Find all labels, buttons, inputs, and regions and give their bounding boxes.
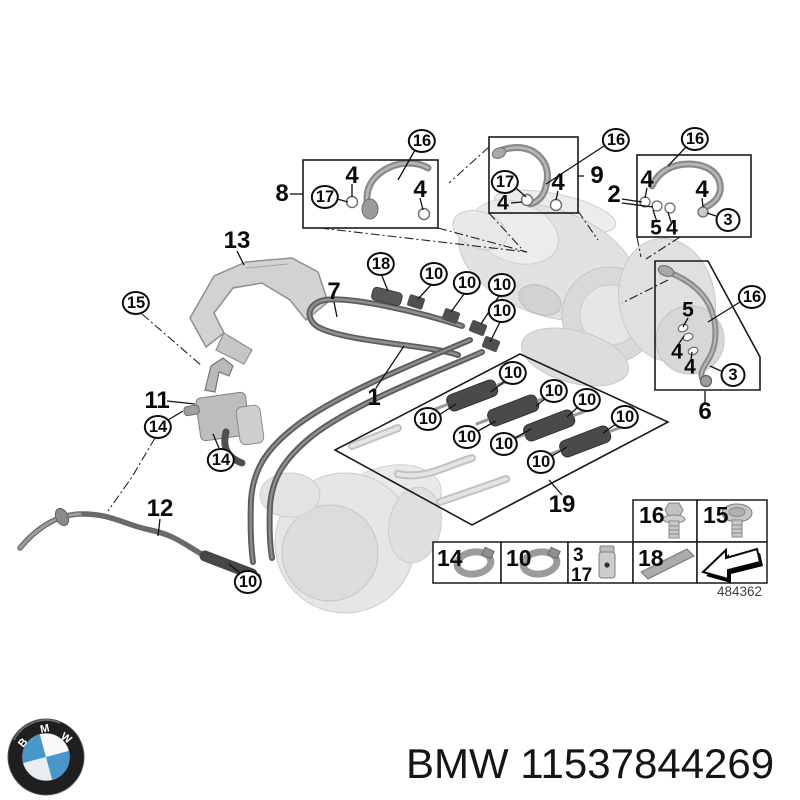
callout-4: 4 (413, 176, 427, 203)
legend-hose-clamp-icon-10 (519, 546, 561, 578)
legend-banjo-bolt-icon (598, 545, 616, 579)
callout-4: 4 (695, 176, 709, 203)
callout-5: 5 (682, 298, 694, 322)
callout-14: 14 (143, 415, 173, 439)
callout-10: 10 (572, 388, 602, 412)
kit-box-19 (333, 353, 670, 526)
callout-10: 10 (487, 299, 517, 323)
water-pump-drawing (259, 464, 442, 614)
callout-16: 16 (407, 129, 437, 153)
drawing-number: 484362 (716, 584, 762, 599)
detail-box-3 (636, 154, 752, 238)
callout-4: 4 (640, 166, 654, 193)
clip-15-drawing (204, 357, 234, 393)
callout-10: 10 (452, 425, 482, 449)
roundel-quadrants (22, 733, 70, 781)
callout-15: 15 (121, 291, 151, 315)
callout-17: 17 (310, 185, 340, 209)
box-6-pipe-drawing (657, 265, 719, 388)
legend-flange-bolt-icon (662, 502, 686, 539)
box-3-hose-drawing (639, 160, 724, 218)
legend-label-17: 17 (571, 565, 593, 586)
coolant-pipes-drawing (247, 286, 501, 565)
detail-box-9 (488, 136, 579, 214)
callout-4: 4 (345, 162, 359, 189)
callout-6: 6 (698, 398, 712, 425)
roundel-letter-m: M (39, 722, 50, 736)
bracket-13-drawing (189, 257, 329, 365)
callout-boxes (302, 136, 761, 526)
callout-11: 11 (144, 387, 170, 414)
callout-8: 8 (275, 180, 289, 207)
legend-label-18: 18 (638, 545, 664, 571)
callout-1: 1 (367, 384, 381, 411)
callout-10: 10 (413, 407, 443, 431)
callout-16: 16 (601, 128, 631, 152)
callout-10: 10 (489, 432, 519, 456)
legend-label-10: 10 (506, 545, 532, 571)
detail-box-6 (654, 260, 761, 391)
callout-2: 2 (607, 181, 621, 208)
box-8-hose-drawing (345, 159, 432, 221)
legend-label-16: 16 (639, 502, 665, 528)
callout-17: 17 (490, 170, 520, 194)
legend-gasket-strip-icon (640, 548, 695, 580)
callout-4: 4 (684, 355, 696, 379)
box-9-hose-drawing (491, 144, 563, 212)
callout-13: 13 (223, 227, 251, 254)
phantom-lines (107, 146, 681, 512)
pump-11-drawing (183, 391, 265, 446)
legend-label-14: 14 (437, 545, 463, 571)
callout-7: 7 (327, 278, 341, 305)
hose-12-drawing (17, 507, 261, 580)
callout-4: 4 (497, 191, 509, 215)
callout-5: 5 (650, 216, 662, 240)
callout-4: 4 (551, 169, 565, 196)
bmw-roundel-logo: B M W (7, 718, 85, 796)
turbocharger-drawing (452, 189, 725, 387)
callout-10: 10 (498, 361, 528, 385)
callout-4: 4 (671, 340, 683, 364)
callout-16: 16 (737, 285, 767, 309)
callout-4: 4 (666, 216, 678, 240)
callout-10: 10 (526, 450, 556, 474)
callout-10: 10 (452, 271, 482, 295)
part-number-caption: BMW 11537844269 (406, 740, 775, 787)
legend-label-3: 3 (573, 545, 584, 566)
callout-10: 10 (487, 273, 517, 297)
callout-16: 16 (680, 127, 710, 151)
callout-10: 10 (233, 570, 263, 594)
legend-direction-arrow-icon (701, 547, 763, 583)
legend-label-15: 15 (703, 502, 729, 528)
callout-12: 12 (146, 495, 174, 522)
callout-19: 19 (548, 491, 576, 518)
callout-10: 10 (610, 405, 640, 429)
callout-18: 18 (366, 252, 396, 276)
legend-countersunk-screw-icon (721, 503, 753, 538)
callout-3: 3 (720, 363, 746, 387)
legend-hose-clamp-icon-14 (453, 546, 495, 578)
callout-10: 10 (419, 262, 449, 286)
callout-14: 14 (206, 448, 236, 472)
callout-3: 3 (715, 208, 741, 232)
callout-9: 9 (590, 162, 604, 189)
repair-kit-19-contents (348, 378, 625, 506)
callout-10: 10 (539, 379, 569, 403)
